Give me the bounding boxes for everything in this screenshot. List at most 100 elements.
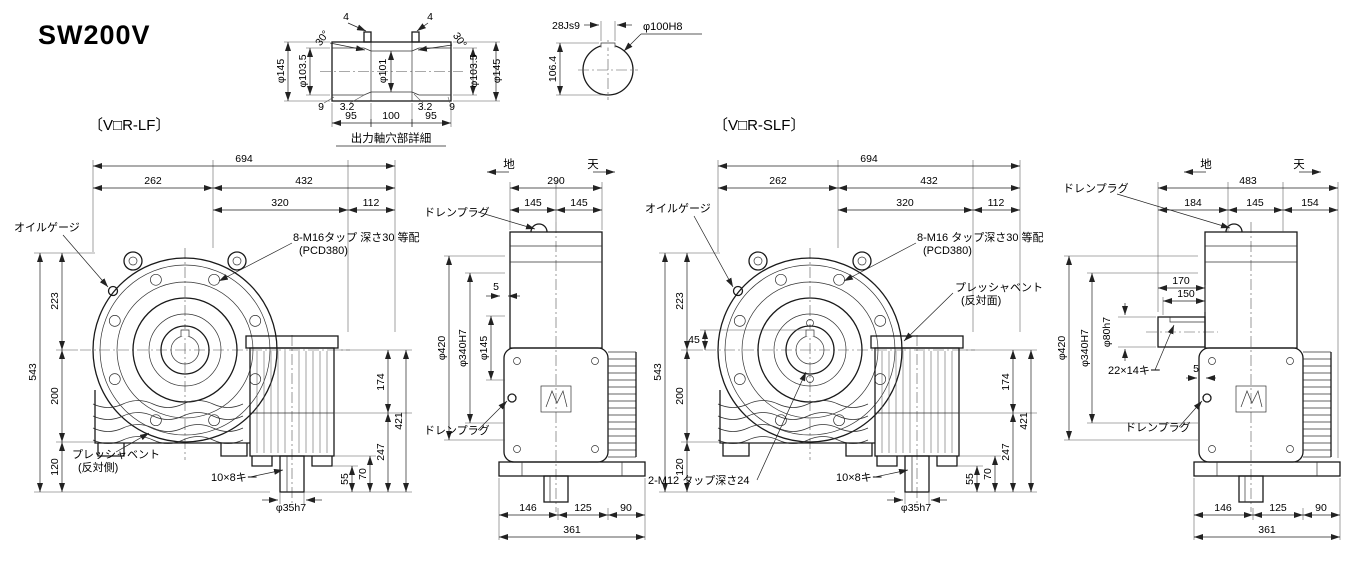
bore-detail-caption: 出力軸穴部詳細 — [351, 131, 432, 145]
dim-tab-left: 4 — [343, 11, 349, 23]
dim-55: 55 — [964, 473, 976, 485]
dim-overall-height: 543 — [27, 363, 39, 381]
dim-432: 432 — [295, 175, 313, 187]
label-sky: 天 — [1293, 159, 1305, 171]
view-lf-front: 694 262 432 320 112 543 223 200 120 55 7… — [14, 153, 420, 514]
label-tap2: 2-M12 タップ深さ24 — [648, 474, 749, 487]
dim-dia145-right: φ145 — [491, 59, 503, 83]
dim-90: 90 — [1315, 502, 1327, 514]
dim-95-right: 95 — [425, 110, 437, 122]
dim-112: 112 — [363, 197, 380, 209]
dim-145-left: 145 — [524, 197, 542, 209]
dim-200: 200 — [674, 387, 686, 405]
label-input-key: 22×14キー — [1108, 365, 1161, 377]
view-label-slf: 〔V□R-SLF〕 — [713, 117, 805, 134]
dim-55: 55 — [339, 473, 351, 485]
dim-174: 174 — [375, 373, 387, 391]
dim-45: 45 — [688, 334, 700, 346]
label-oil-gauge: オイルゲージ — [14, 221, 80, 234]
dim-290: 290 — [547, 175, 565, 187]
dim-174: 174 — [1000, 373, 1012, 391]
label-pressure-vent-note: (反対側) — [78, 460, 118, 474]
label-pcd: (PCD380) — [299, 245, 348, 257]
dim-dia340: φ340H7 — [1079, 329, 1091, 367]
dim-223: 223 — [674, 292, 686, 310]
dim-70: 70 — [982, 468, 994, 480]
dim-106-4: 106.4 — [547, 56, 559, 82]
view-lf-side: 地 天 290 145 145 ドレンプラグ 5 φ420 φ340H7 φ14… — [424, 158, 646, 540]
dim-dia420: φ420 — [1056, 336, 1068, 360]
dim-95-left: 95 — [345, 110, 357, 122]
dim-120: 120 — [49, 458, 61, 476]
dim-bore-100h8: φ100H8 — [643, 21, 683, 33]
input-key-detail: 28Js9 φ100H8 106.4 — [547, 20, 702, 100]
dim-146: 146 — [1214, 502, 1232, 514]
dim-150: 150 — [1177, 288, 1195, 300]
dim-154: 154 — [1301, 197, 1319, 209]
dim-shaft-dia: φ35h7 — [276, 502, 306, 514]
dim-432: 432 — [920, 175, 938, 187]
view-slf-side: 地 天 483 184 145 154 ドレンプラグ 170 150 22×14… — [1056, 158, 1341, 540]
dim-112: 112 — [988, 197, 1005, 209]
dim-125: 125 — [574, 502, 592, 514]
label-drain-plug-side: ドレンプラグ — [424, 423, 490, 437]
label-ground: 地 — [503, 158, 515, 171]
input-shaft-keyway — [1169, 317, 1205, 323]
label-oil-gauge: オイルゲージ — [645, 202, 711, 215]
dim-dia420: φ420 — [436, 336, 448, 360]
dim-320: 320 — [896, 197, 914, 209]
output-bore-detail: 4 4 φ145 φ103.5 φ101 φ103.5 φ145 30° 30°… — [275, 11, 503, 147]
dim-170: 170 — [1172, 275, 1190, 287]
dim-145-right: 145 — [570, 197, 588, 209]
dim-247: 247 — [1000, 443, 1012, 461]
dim-dia101: φ101 — [377, 59, 389, 83]
label-sky: 天 — [587, 159, 599, 171]
label-tap: 8-M16 タップ深さ30 等配 — [917, 230, 1044, 244]
dim-dia103-right: φ103.5 — [468, 54, 480, 87]
dim-200: 200 — [49, 387, 61, 405]
dim-421: 421 — [1018, 412, 1030, 430]
dim-90: 90 — [620, 502, 632, 514]
view-slf-front: 694 262 432 320 112 543 223 200 120 45 5… — [645, 153, 1044, 514]
label-pcd: (PCD380) — [923, 245, 972, 257]
dim-dia145-left: φ145 — [275, 59, 287, 83]
dim-9-right: 9 — [449, 101, 455, 113]
dim-223: 223 — [49, 292, 61, 310]
dim-262: 262 — [144, 175, 162, 187]
label-tap: 8-M16タップ 深さ30 等配 — [293, 230, 420, 244]
label-output-key: 10×8キー — [211, 472, 258, 484]
dim-125: 125 — [1269, 502, 1287, 514]
dim-70: 70 — [357, 468, 369, 480]
dim-5: 5 — [493, 281, 499, 293]
dim-184: 184 — [1184, 197, 1202, 209]
dim-3-2-right: 3.2 — [418, 101, 433, 113]
dim-146: 146 — [519, 502, 537, 514]
dim-145: 145 — [1246, 197, 1264, 209]
slf-gear-drawing — [704, 247, 976, 506]
dim-dia80: φ80h7 — [1101, 317, 1113, 347]
label-pressure-vent: プレッシャベント — [72, 448, 160, 461]
dim-dia145: φ145 — [478, 336, 490, 360]
label-pressure-vent-note: (反対面) — [961, 293, 1001, 307]
dim-key-28js9: 28Js9 — [552, 20, 580, 32]
tap-hole — [806, 319, 814, 327]
lf-gear-drawing — [79, 247, 351, 506]
label-drain-plug-top: ドレンプラグ — [424, 205, 490, 219]
dim-361: 361 — [1258, 524, 1276, 536]
dim-3-2-left: 3.2 — [340, 101, 355, 113]
dim-320: 320 — [271, 197, 289, 209]
dim-overall-width: 694 — [860, 153, 878, 165]
tap-hole — [806, 375, 814, 383]
label-drain-plug-bottom: ドレンプラグ — [1125, 420, 1191, 434]
dim-5: 5 — [1193, 363, 1199, 375]
dim-483: 483 — [1239, 175, 1257, 187]
dim-overall-width: 694 — [235, 153, 253, 165]
label-ground: 地 — [1200, 158, 1212, 171]
dim-overall-height: 543 — [652, 363, 664, 381]
slf-side-drawing — [1193, 221, 1341, 513]
dim-dia340: φ340H7 — [457, 329, 469, 367]
dim-247: 247 — [375, 443, 387, 461]
dim-dia103-left: φ103.5 — [297, 54, 309, 87]
